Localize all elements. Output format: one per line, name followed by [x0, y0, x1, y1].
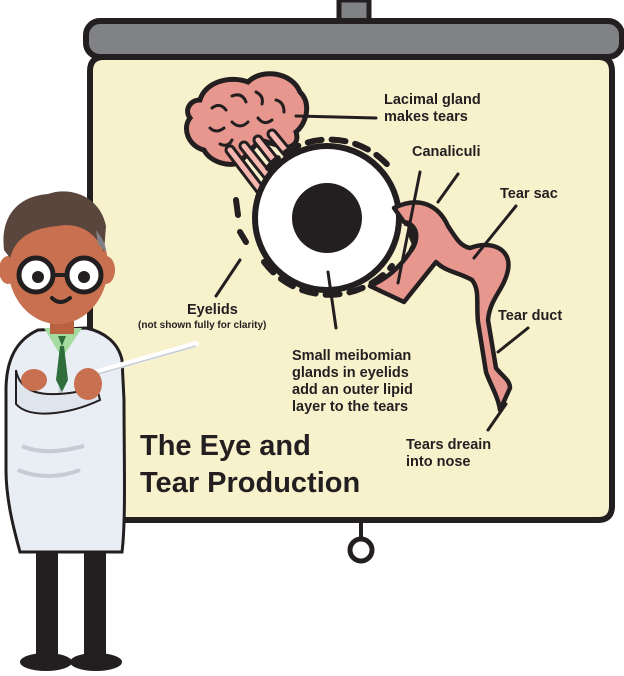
label-eyelids-note: (not shown fully for clarity)	[138, 320, 267, 331]
label-lacrimal-gland: Lacimal gland makes tears	[384, 92, 481, 126]
leader-lines	[214, 114, 530, 432]
label-drain: Tears dreain into nose	[406, 437, 491, 471]
pointer-stick-icon	[81, 341, 199, 379]
label-meibomian-line4: layer to the tears	[292, 399, 409, 415]
diagram-title: The Eye and Tear Production	[140, 428, 360, 502]
doctor-illustration-icon	[0, 191, 199, 671]
lacrimal-gland-icon	[184, 71, 310, 198]
label-meibomian: Small meibomian glands in eyelids add an…	[292, 348, 413, 416]
label-tear-duct: Tear duct	[498, 308, 563, 324]
label-canaliculi: Canaliculi	[412, 144, 481, 160]
eye-icon	[233, 136, 417, 298]
label-tear-sac: Tear sac	[500, 186, 558, 202]
label-meibomian-line3: add an outer lipid	[292, 382, 413, 398]
label-meibomian-line2: glands in eyelids	[292, 365, 409, 381]
label-lacrimal-gland-line1: Lacimal gland	[384, 92, 481, 108]
diagram-title-line1: The Eye and	[140, 430, 311, 462]
label-eyelids: Eyelids	[187, 302, 238, 318]
label-lacrimal-gland-line2: makes tears	[384, 109, 468, 125]
label-drain-line1: Tears dreain	[406, 437, 492, 453]
diagram-title-line2: Tear Production	[140, 467, 361, 499]
tear-duct-icon	[367, 200, 513, 413]
label-drain-line2: into nose	[406, 454, 471, 470]
label-meibomian-line1: Small meibomian	[292, 348, 412, 364]
